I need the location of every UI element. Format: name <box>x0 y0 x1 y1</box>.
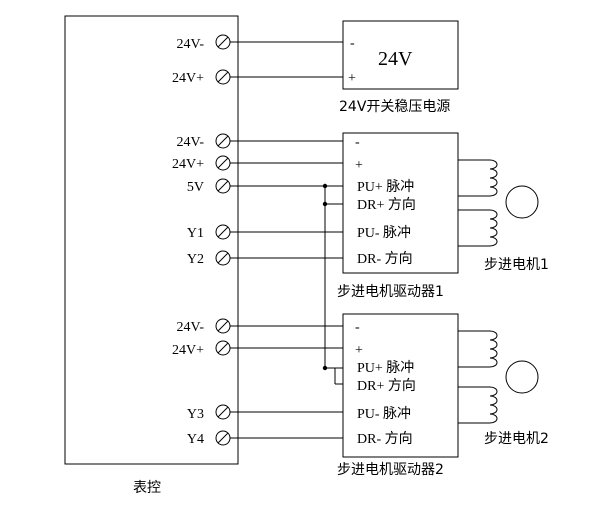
screw-terminal-icon <box>215 155 231 171</box>
screw-terminal-icon <box>215 404 231 420</box>
driver-2-pin-pu-plus: PU+ 脉冲 <box>357 360 414 376</box>
driver-2-caption: 步进电机驱动器2 <box>337 462 444 478</box>
motor-1-caption: 步进电机1 <box>484 257 549 273</box>
driver-1-box <box>342 132 459 274</box>
driver-1-pin-dr-minus: DR- 方向 <box>357 251 413 267</box>
screw-terminal-icon <box>215 430 231 446</box>
screw-terminal-icon <box>215 318 231 334</box>
screw-terminal-icon <box>215 133 231 149</box>
terminal-label-24v-plus-3: 24V+ <box>172 343 204 358</box>
terminal-label-24v-plus-1: 24V+ <box>172 71 204 86</box>
junction-dot <box>322 365 328 371</box>
terminal-label-y2: Y2 <box>187 252 204 267</box>
screw-terminal-icon <box>215 250 231 266</box>
motor-rotor-icon <box>505 185 539 219</box>
winding-icon <box>489 159 498 197</box>
winding-icon <box>489 330 498 368</box>
driver-2-pin-plus: + <box>355 343 363 358</box>
power-supply-caption: 24V开关稳压电源 <box>339 99 450 115</box>
motor-1: 步进电机1 <box>458 159 549 273</box>
screw-terminal-icon <box>215 69 231 85</box>
terminal-label-24v-minus-1: 24V- <box>177 37 205 52</box>
driver-2-pin-minus: - <box>355 320 360 335</box>
terminal-label-24v-minus-2: 24V- <box>177 135 205 150</box>
junction-dot <box>322 183 328 189</box>
power-supply-pin-plus: + <box>348 71 356 86</box>
controller-box <box>64 15 239 465</box>
winding-icon <box>489 386 498 424</box>
driver-2-pin-dr-plus: DR+ 方向 <box>357 378 416 394</box>
wires <box>230 41 343 439</box>
driver-1-caption: 步进电机驱动器1 <box>337 284 444 300</box>
motor-rotor-icon <box>505 360 539 394</box>
screw-terminal-icon <box>215 178 231 194</box>
driver-2-pin-dr-minus: DR- 方向 <box>357 431 413 447</box>
screw-terminal-icon <box>215 340 231 356</box>
terminals <box>215 34 231 446</box>
driver-1-pin-minus: - <box>355 135 360 150</box>
terminal-label-y4: Y4 <box>187 432 204 447</box>
driver-1-pin-pu-minus: PU- 脉冲 <box>357 225 411 241</box>
terminal-label-24v-minus-3: 24V- <box>177 320 205 335</box>
driver-2-box <box>342 313 459 458</box>
terminal-label-y1: Y1 <box>187 226 204 241</box>
terminal-label-5v: 5V <box>187 180 204 195</box>
screw-terminal-icon <box>215 34 231 50</box>
power-supply-box <box>342 20 459 90</box>
terminal-label-y3: Y3 <box>187 407 204 422</box>
motor-2-caption: 步进电机2 <box>484 431 549 447</box>
power-supply-voltage: 24V <box>378 48 413 70</box>
screw-terminal-icon <box>215 224 231 240</box>
terminal-label-24v-plus-2: 24V+ <box>172 157 204 172</box>
motor-2: 步进电机2 <box>458 330 549 447</box>
controller-caption: 表控 <box>133 480 161 496</box>
power-supply-pin-minus: - <box>350 36 355 51</box>
driver-1-pin-plus: + <box>355 158 363 173</box>
driver-1-pin-pu-plus: PU+ 脉冲 <box>357 179 414 195</box>
junction-dot <box>322 201 328 207</box>
driver-2-pin-pu-minus: PU- 脉冲 <box>357 406 411 422</box>
driver-1-pin-dr-plus: DR+ 方向 <box>357 197 416 213</box>
winding-icon <box>489 209 498 247</box>
